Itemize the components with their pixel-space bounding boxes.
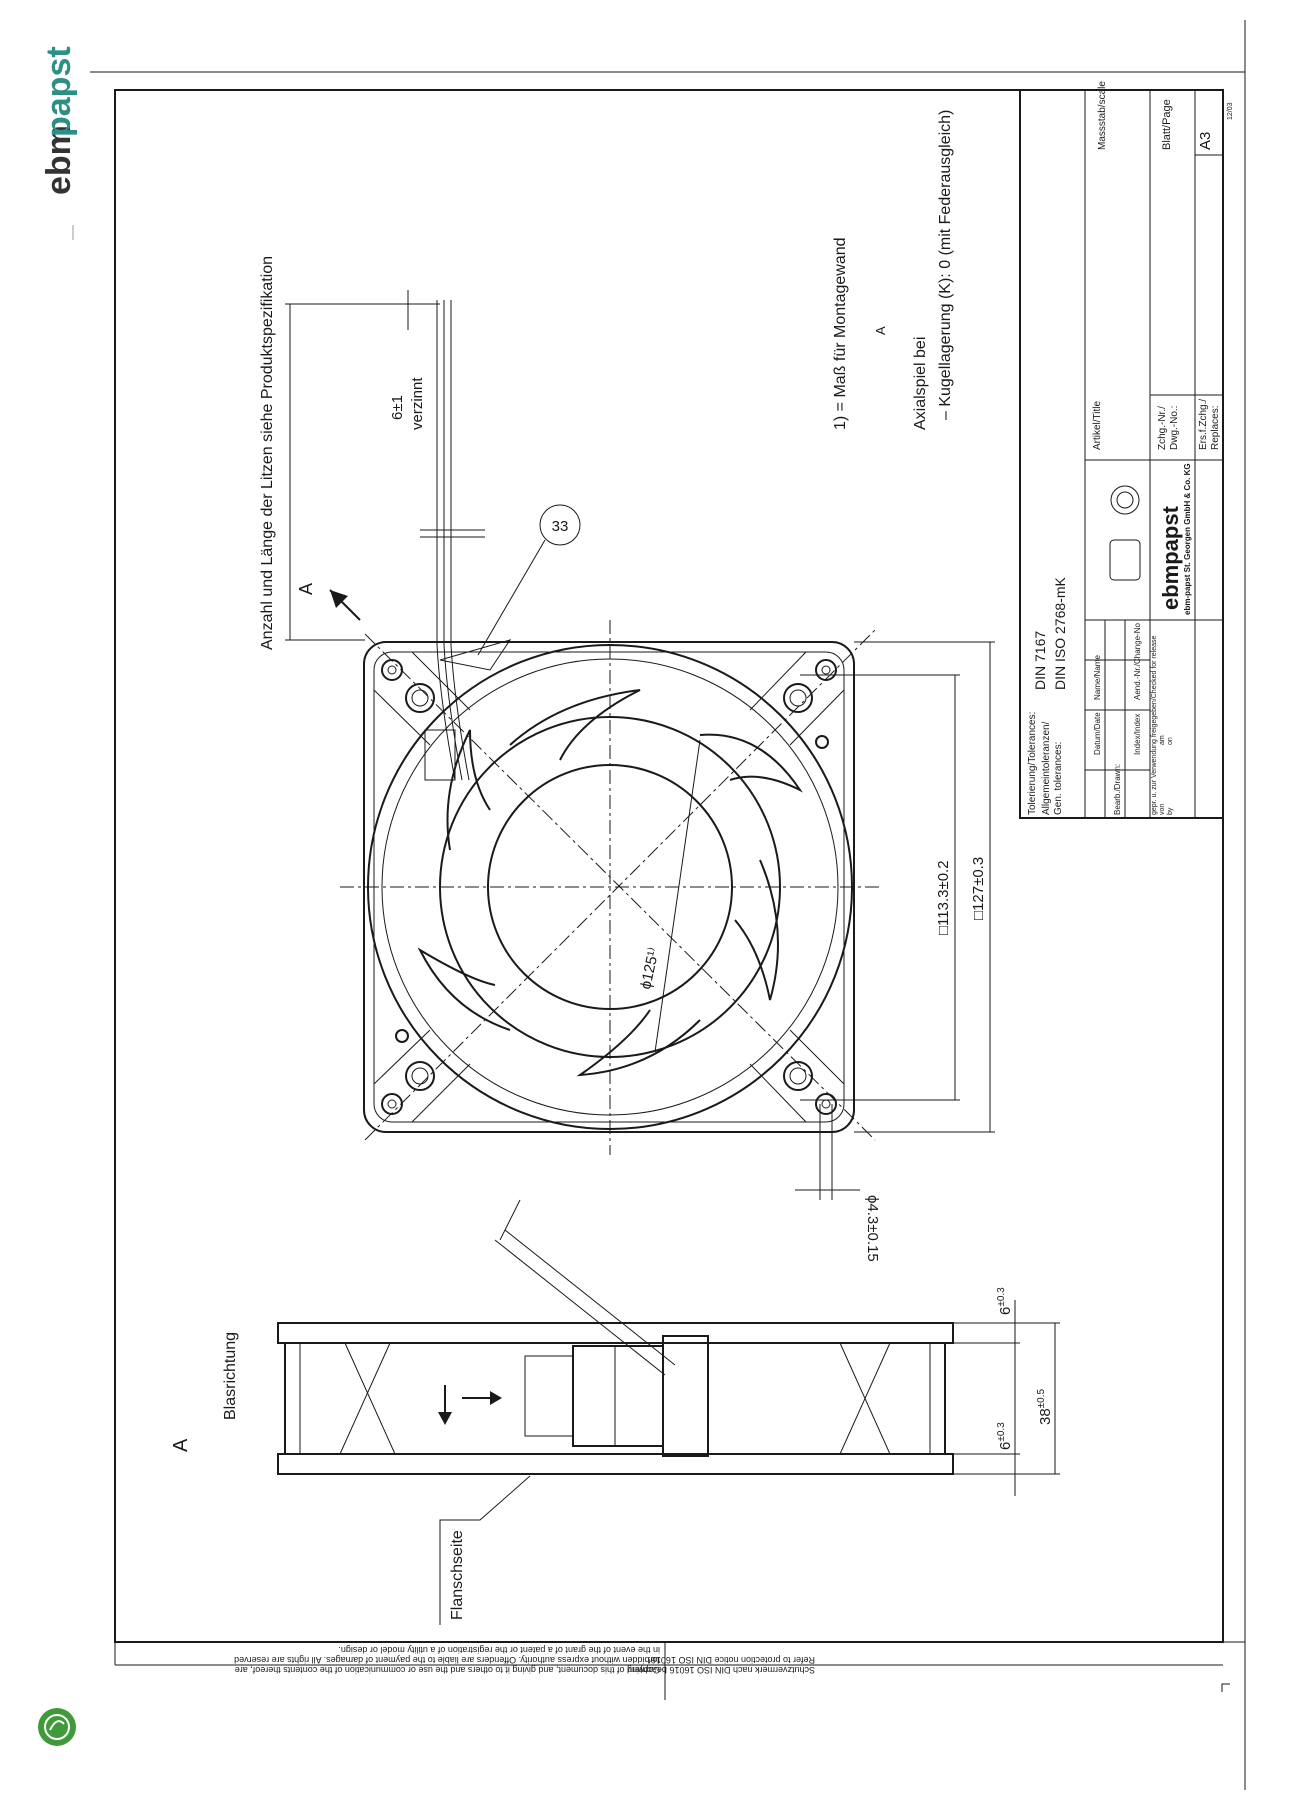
- flange-top: [277, 1322, 954, 1344]
- svg-text:in the event of the grant of a: in the event of the grant of a patent or…: [338, 1645, 660, 1655]
- svg-text:Ers.f.Zchg./: Ers.f.Zchg./: [1198, 399, 1209, 450]
- lead-wires: [420, 300, 512, 781]
- eco-badge-icon: [38, 1708, 76, 1746]
- fan-blades: [417, 689, 803, 1077]
- hub-side: [524, 1355, 574, 1437]
- front-dimensions: [654, 641, 995, 1200]
- svg-text:Zchg.-Nr./: Zchg.-Nr./: [1157, 406, 1168, 450]
- title-block: [1019, 89, 1224, 819]
- svg-text:Datum/Date: Datum/Date: [1093, 712, 1102, 755]
- flange-top-dim: 6±0.3: [996, 1287, 1014, 1315]
- svg-text:von: von: [1159, 804, 1166, 815]
- svg-text:Index/Index: Index/Index: [1133, 714, 1142, 755]
- blow-direction-label: Blasrichtung: [222, 1332, 239, 1420]
- view-arrow-label: A: [296, 583, 316, 595]
- lead-tinned-label: verzinnt: [409, 377, 426, 430]
- depth-dim: 38±0.5: [1036, 1388, 1054, 1425]
- lead-strip-dim: 6±1: [389, 395, 406, 420]
- svg-text:am: am: [1159, 735, 1166, 745]
- side-lead-wires: [494, 1229, 676, 1376]
- note-2: Axialspiel bei: [912, 337, 929, 430]
- svg-text:Copying of this document, and: Copying of this document, and giving it …: [235, 1665, 660, 1675]
- flange-side-label: Flanschseite: [449, 1530, 466, 1620]
- flange-bottom-dim: 6±0.3: [996, 1422, 1014, 1450]
- fan-side-view: [277, 1199, 954, 1625]
- copyright-notice: Copying of this document, and giving it …: [234, 1645, 660, 1675]
- svg-text:Refer to protection notice DIN: Refer to protection notice DIN ISO 16016…: [648, 1655, 815, 1665]
- svg-text:Schutzvermerk nach DIN ISO 160: Schutzvermerk nach DIN ISO 16016 beachte…: [627, 1665, 815, 1675]
- svg-text:Name/Name: Name/Name: [1093, 655, 1102, 700]
- svg-text:Aend.-Nr./Change-No: Aend.-Nr./Change-No: [1133, 623, 1142, 700]
- svg-text:Tolerierung/Tolerances:: Tolerierung/Tolerances:: [1027, 712, 1038, 815]
- side-view-label: A: [170, 1438, 192, 1452]
- svg-text:A3: A3: [1197, 132, 1214, 150]
- svg-text:Replaces:: Replaces:: [1210, 406, 1221, 450]
- svg-text:Massstab/scale: Massstab/scale: [1097, 81, 1108, 150]
- projection-symbol-icon: [1109, 539, 1141, 581]
- svg-text:Artikel/Title: Artikel/Title: [1092, 400, 1103, 450]
- svg-text:Bearb./Drawn:: Bearb./Drawn:: [1113, 764, 1122, 815]
- svg-text:Dwg.-No.:: Dwg.-No.:: [1169, 406, 1180, 450]
- brand-logo-right: papst: [40, 46, 78, 137]
- outer-size-dim: □127±0.3: [970, 857, 987, 920]
- svg-text:Blatt/Page: Blatt/Page: [1161, 99, 1173, 150]
- protection-notice: Schutzvermerk nach DIN ISO 16016 beachte…: [627, 1655, 815, 1675]
- fan-front-view: 33: [285, 290, 880, 1155]
- brand-logo: ebm papst: [40, 46, 78, 195]
- balloon-33-label: 33: [552, 518, 569, 535]
- note-3: – Kugellagerung (K): 0 (mit Federausglei…: [937, 110, 954, 420]
- flange-bottom: [277, 1453, 954, 1475]
- hole-diameter-dim: ϕ4.3±0.15: [864, 1195, 881, 1262]
- svg-text:by: by: [1167, 807, 1174, 815]
- balloon-33: [539, 504, 581, 546]
- svg-text:on: on: [1167, 737, 1174, 745]
- svg-text:gepr. u. zur Verwendung freige: gepr. u. zur Verwendung freigegeben/Chec…: [1151, 635, 1158, 815]
- svg-text:DIN 7167: DIN 7167: [1032, 631, 1048, 690]
- drawing-frame: [114, 89, 1224, 1643]
- svg-text:ebm-papst St. Georgen GmbH & C: ebm-papst St. Georgen GmbH & Co. KG: [1183, 463, 1192, 615]
- svg-text:forbidden without express auth: forbidden without express authority. Off…: [234, 1655, 660, 1665]
- hole-spacing-dim: □113.3±0.2: [935, 860, 952, 935]
- mounting-holes: [381, 659, 837, 1115]
- leads-note: Anzahl und Länge der Litzen siehe Produk…: [259, 256, 276, 650]
- note-1: 1) = Maß für Montagewand: [832, 237, 849, 430]
- brand-logo-left: ebm: [40, 125, 78, 195]
- svg-text:Allgemeintoleranzen/: Allgemeintoleranzen/: [1041, 721, 1052, 815]
- svg-text:DIN ISO 2768-mK: DIN ISO 2768-mK: [1052, 577, 1068, 690]
- diameter-dim: ϕ125¹⁾: [637, 946, 662, 991]
- title-block-logo: ebmpapst: [1158, 505, 1183, 610]
- note-1-symbol: A: [873, 326, 888, 335]
- side-dimensions: [953, 1300, 1060, 1496]
- svg-text:Gen. tolerances:: Gen. tolerances:: [1053, 742, 1064, 815]
- svg-text:12/03: 12/03: [1227, 102, 1234, 120]
